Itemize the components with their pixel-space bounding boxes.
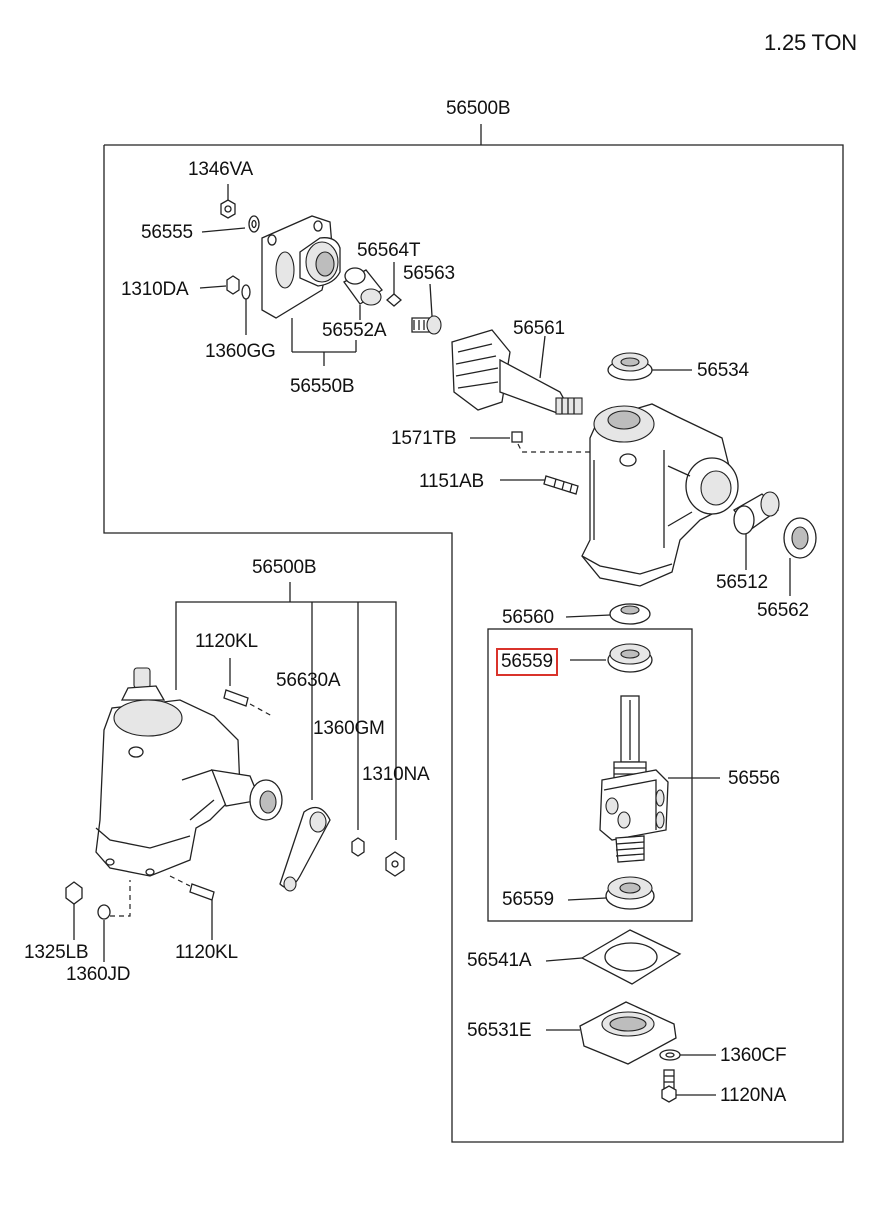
worm-shaft-56556-drawing (599, 695, 720, 863)
gasket-56541a-drawing (545, 929, 682, 985)
washer-1360cf-drawing (659, 1049, 716, 1061)
label-56556: 56556 (728, 768, 780, 789)
bolt-1120kl-bottom-drawing (169, 875, 215, 940)
label-1120kl-top: 1120KL (195, 631, 258, 652)
label-1120kl-bottom: 1120KL (175, 942, 238, 963)
stud-1151ab-drawing (500, 475, 579, 495)
washer-1360gm-drawing (351, 837, 365, 857)
washer-56555-drawing (201, 215, 260, 233)
page-title: 1.25 TON (764, 30, 857, 55)
label-1151ab: 1151AB (419, 471, 485, 492)
label-1360gg: 1360GG (205, 341, 276, 362)
washer-1360jd-drawing (97, 880, 131, 962)
label-56559-highlighted: 56559 (496, 648, 558, 676)
bushing-56552a-drawing (343, 267, 383, 320)
label-56555: 56555 (141, 222, 193, 243)
sector-shaft-56561-drawing (451, 329, 583, 415)
bearing-56559-top-drawing (570, 643, 653, 673)
assembly-frame (103, 124, 844, 1143)
label-1310na: 1310NA (362, 764, 430, 785)
gearbox-assembly-drawing (95, 667, 283, 877)
nut-1310na-drawing (385, 851, 405, 877)
label-56500b-left: 56500B (252, 557, 317, 578)
cover-56531e-drawing (546, 1001, 677, 1065)
washer-56564t-drawing (386, 262, 402, 307)
label-56562: 56562 (757, 600, 809, 621)
bearing-56559-bottom-drawing (567, 876, 655, 910)
left-assembly-leaders (175, 582, 397, 840)
cover-56550b-drawing (261, 215, 357, 366)
nut-1325lb-drawing (65, 881, 83, 940)
label-56563: 56563 (403, 263, 455, 284)
bolt-1120na-drawing (661, 1069, 716, 1103)
seal-56534-drawing (607, 352, 692, 381)
label-1346va: 1346VA (188, 159, 254, 180)
label-56564t: 56564T (357, 240, 421, 261)
seal-56560-drawing (565, 603, 651, 625)
label-1571tb: 1571TB (391, 428, 457, 449)
label-56559-bottom: 56559 (502, 889, 554, 910)
nut-1310da-drawing (199, 275, 251, 335)
plug-1571tb-drawing (470, 431, 620, 453)
label-56630a: 56630A (276, 670, 341, 691)
label-1360gm: 1360GM (313, 718, 385, 739)
pitman-arm-56630a-drawing (279, 806, 331, 892)
nut-1346va-drawing (220, 184, 236, 219)
label-56550b: 56550B (290, 376, 355, 397)
bolt-56563-drawing (411, 283, 442, 335)
label-56512: 56512 (716, 572, 768, 593)
label-56534: 56534 (697, 360, 749, 381)
label-1360jd: 1360JD (66, 964, 131, 985)
label-56560: 56560 (502, 607, 554, 628)
label-56531e: 56531E (467, 1020, 532, 1041)
bushing-56512-drawing (733, 491, 780, 570)
label-1360cf: 1360CF (720, 1045, 787, 1066)
label-56500b-top: 56500B (446, 98, 511, 119)
label-1325lb: 1325LB (24, 942, 89, 963)
label-1120na: 1120NA (720, 1085, 787, 1106)
label-56561: 56561 (513, 318, 565, 339)
gear-housing-drawing (581, 403, 739, 587)
label-1310da: 1310DA (121, 279, 189, 300)
label-56552a: 56552A (322, 320, 387, 341)
label-56541a: 56541A (467, 950, 532, 971)
bolt-1120kl-top-drawing (223, 658, 273, 717)
seal-56562-drawing (783, 517, 817, 596)
